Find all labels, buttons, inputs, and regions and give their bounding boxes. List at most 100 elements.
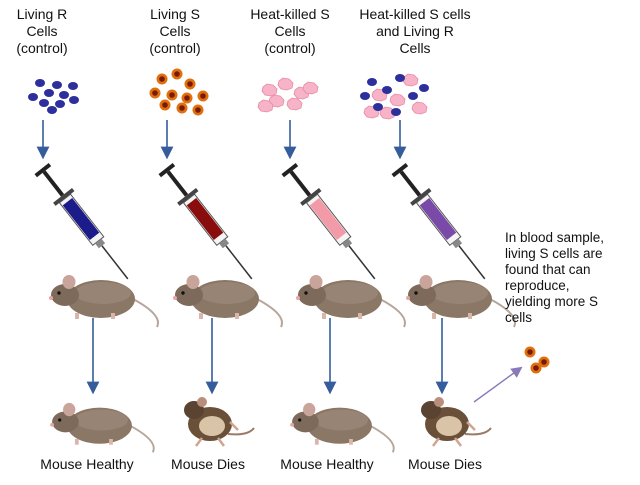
mouse-body-highlight [432, 282, 488, 304]
mouse-foot [314, 439, 319, 445]
syringe-needle [458, 245, 486, 280]
outcome-label-4: Mouse Dies [408, 456, 482, 472]
syringe-plunger [289, 170, 312, 197]
mouse-body-highlight [199, 282, 255, 304]
s-cell-core [187, 81, 193, 87]
mouse-nose [406, 296, 410, 300]
mouse-foot [111, 313, 115, 319]
r-cell [373, 103, 383, 111]
mouse-paw [454, 437, 462, 447]
mouse-ear [197, 397, 207, 407]
syringe-hub [219, 238, 230, 249]
heat-killed-s-cell [379, 106, 396, 120]
mouse-tail [132, 298, 159, 328]
mouse-body-highlight [74, 409, 129, 431]
r-cell [47, 106, 57, 114]
outcome-mouse-2 [184, 397, 255, 447]
mouse-nose [50, 422, 54, 427]
syringe-hub [342, 238, 353, 249]
r-cell [419, 84, 429, 92]
mouse-paw [432, 437, 440, 447]
mouse-ear [434, 397, 444, 407]
mouse-tail [489, 298, 516, 328]
mouse-head [175, 284, 203, 306]
r-cell [367, 78, 377, 86]
mouse-nose [173, 296, 177, 300]
syringe-4 [391, 163, 486, 280]
blood-sample-note: In blood sample, living S cells are foun… [505, 230, 605, 325]
mouse-tail [369, 424, 395, 453]
mouse-paw [466, 421, 476, 431]
mouse-head [51, 284, 79, 306]
r-cell [28, 93, 38, 101]
syringe-plunger-cap [158, 163, 176, 178]
syringe-plunger-cap [391, 163, 409, 178]
mouse-foot [109, 439, 113, 445]
column-title-2: Living S Cells (control) [149, 6, 201, 56]
mouse-belly [436, 416, 462, 436]
mouse-tail [256, 298, 283, 328]
s-cell-core [184, 95, 190, 101]
syringe-plunger [166, 170, 189, 197]
mouse-eye [57, 291, 61, 295]
mouse-foot [349, 439, 353, 445]
heat-killed-s-cell [389, 93, 406, 107]
heat-killed-s-cell [402, 73, 419, 87]
outcome-label-3: Mouse Healthy [280, 456, 374, 472]
heat-killed-s-cell [261, 83, 278, 97]
heat-killed-s-cell [302, 81, 319, 95]
syringe-fluid [62, 197, 100, 241]
blood-sample-s-cell-core [527, 349, 533, 355]
r-cell [68, 82, 78, 90]
s-cell-core [174, 71, 180, 77]
syringe-plunger [42, 170, 65, 197]
r-cell [391, 108, 401, 116]
heat-killed-s-cell [277, 77, 294, 91]
mouse-eye [298, 418, 302, 422]
s-cell-core [152, 90, 158, 96]
heat-killed-s-cell [257, 99, 274, 113]
mouse-tail [379, 298, 406, 328]
injected-mouse-4 [406, 275, 516, 328]
outcome-mouse-3 [290, 402, 395, 453]
mouse-nose [49, 296, 53, 300]
mouse-ear [62, 275, 76, 289]
syringe-fluid [186, 197, 224, 241]
r-cell [360, 92, 370, 100]
r-cell [35, 79, 45, 87]
syringe-3 [281, 163, 376, 280]
syringe-needle [348, 245, 376, 280]
injected-mouse-1 [49, 275, 159, 328]
mouse-ear [309, 275, 323, 289]
mouse-head [298, 284, 326, 306]
mouse-foot [432, 313, 436, 319]
syringe-plunger-cap [281, 163, 299, 178]
s-cell-core [179, 105, 185, 111]
r-cell [44, 89, 54, 97]
mouse-eye [304, 291, 308, 295]
mouse-foot [358, 313, 362, 319]
heat-killed-s-cell [411, 101, 428, 115]
mouse-nose [290, 422, 294, 427]
mouse-body-highlight [75, 282, 131, 304]
r-cell [59, 91, 69, 99]
syringe-needle [225, 245, 253, 280]
syringe-hub [95, 238, 106, 249]
syringe-needle [101, 245, 129, 280]
mouse-eye [414, 291, 418, 295]
mouse-ear [186, 275, 200, 289]
syringe-2 [158, 163, 253, 280]
outcome-mouse-1 [50, 402, 155, 453]
syringe-flange [410, 187, 432, 206]
mouse-ear [63, 402, 76, 417]
r-cell [382, 86, 392, 94]
column-title-4: Heat-killed S cells and Living R Cells [359, 6, 471, 56]
r-cell [52, 81, 62, 89]
mouse-ear [303, 402, 316, 417]
blood-sample-s-cell-core [541, 359, 547, 365]
s-cell-core [200, 93, 206, 99]
injected-mouse-3 [296, 275, 406, 328]
heat-killed-s-cell [286, 97, 303, 111]
syringe-hub [452, 238, 463, 249]
